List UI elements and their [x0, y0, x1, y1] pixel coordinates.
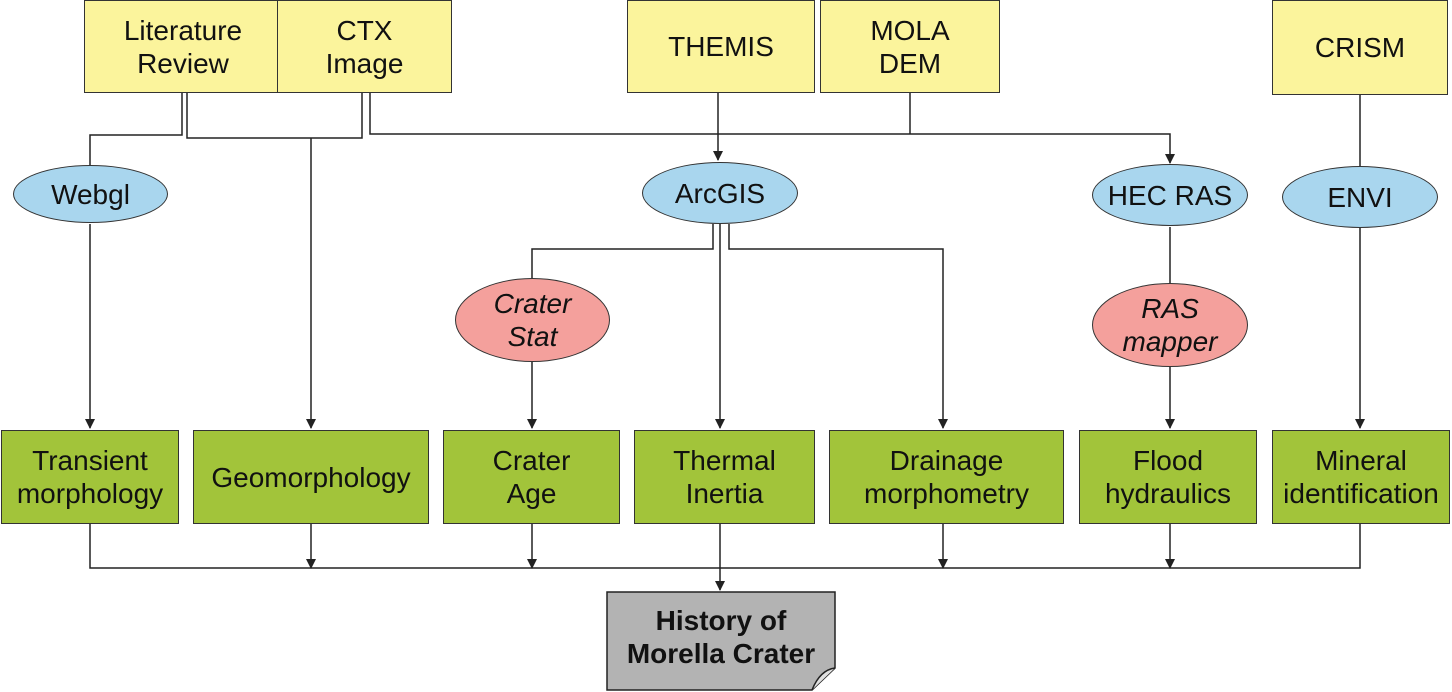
output-drainage-morphometry: Drainage morphometry [829, 430, 1064, 524]
tool-webgl-label: Webgl [51, 178, 130, 210]
source-mola-dem-label: MOLA DEM [870, 14, 950, 79]
output-flood-hydraulics-label: Flood hydraulics [1104, 445, 1232, 509]
output-drainage-morphometry-label: Drainage morphometry [864, 445, 1029, 509]
connector-bottom-bus [89, 524, 1361, 569]
output-mineral-identification-label: Mineral identification [1283, 445, 1439, 509]
source-crism: CRISM [1272, 0, 1448, 95]
tool-crater-stat-label: Crater Stat [493, 288, 572, 352]
source-literature-review-label: Literature Review [123, 14, 243, 79]
tool-hec-ras: HEC RAS [1092, 164, 1248, 226]
output-thermal-inertia-label: Thermal Inertia [673, 445, 776, 509]
output-geomorphology: Geomorphology [193, 430, 429, 524]
tool-ras-mapper-label: RAS mapper [1122, 293, 1218, 357]
result-history-morella-crater: History of Morella Crater [626, 605, 816, 669]
tool-envi-label: ENVI [1327, 181, 1393, 213]
source-themis: THEMIS [627, 0, 815, 93]
tool-arcgis: ArcGIS [642, 162, 798, 224]
source-themis-label: THEMIS [668, 31, 774, 62]
output-mineral-identification: Mineral identification [1272, 430, 1450, 524]
output-transient-morphology-label: Transient morphology [16, 445, 164, 509]
tool-hec-ras-label: HEC RAS [1107, 179, 1233, 211]
output-flood-hydraulics: Flood hydraulics [1079, 430, 1257, 524]
tool-envi: ENVI [1282, 166, 1438, 228]
source-literature-review: Literature Review [84, 0, 282, 93]
output-geomorphology-label: Geomorphology [211, 461, 411, 493]
output-crater-age-label: Crater Age [492, 445, 571, 509]
source-mola-dem: MOLA DEM [820, 0, 1000, 93]
source-ctx-image: CTX Image [277, 0, 452, 93]
output-thermal-inertia: Thermal Inertia [634, 430, 815, 524]
result-document-fold [811, 667, 836, 691]
tool-arcgis-label: ArcGIS [674, 177, 766, 209]
source-crism-label: CRISM [1314, 32, 1406, 63]
connector-ctx-hecras [369, 92, 1175, 164]
tool-crater-stat: Crater Stat [455, 278, 610, 362]
tool-ras-mapper: RAS mapper [1092, 283, 1248, 367]
connector-lit-geomorph-bar [186, 92, 363, 139]
connector-lit-webgl [89, 92, 183, 165]
connector-arcgis-craterstat [531, 224, 714, 278]
output-crater-age: Crater Age [443, 430, 620, 524]
output-transient-morphology: Transient morphology [1, 430, 179, 524]
source-ctx-image-label: CTX Image [325, 14, 404, 79]
tool-webgl: Webgl [13, 165, 168, 223]
connector-arcgis-drainage [728, 224, 948, 429]
